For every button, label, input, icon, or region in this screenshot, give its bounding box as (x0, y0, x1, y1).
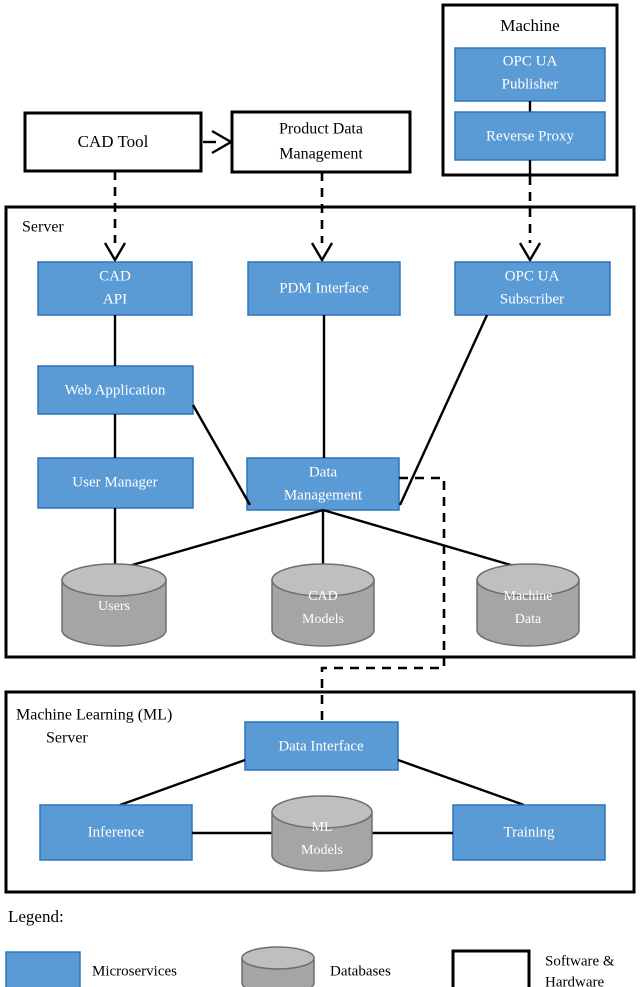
web-application-box[interactable] (37, 365, 194, 415)
web-application-label-line1: Web Application (65, 382, 166, 398)
external-product-data-management[interactable]: Product Data Management (230, 110, 412, 174)
ml-models-db-label-line2: Models (301, 843, 343, 858)
legend-microservice-swatch (5, 951, 81, 987)
arrow-head-opc-ua-subscriber (518, 242, 542, 263)
ml-service-training[interactable]: Training (452, 804, 606, 861)
cad-models-db-top[interactable] (271, 563, 375, 597)
machine-data-db-label-line1: Machine (504, 589, 553, 604)
ml-service-data-interface[interactable]: Data Interface (244, 721, 399, 771)
server-title: Server (22, 219, 64, 236)
data-interface-label-line1: Data Interface (278, 738, 364, 754)
server-service-web-application[interactable]: Web Application (37, 365, 194, 415)
product-data-management-label-line2: Management (279, 146, 363, 163)
ml-database-ml-models[interactable]: ML Models (271, 795, 373, 872)
server-service-user-manager[interactable]: User Manager (37, 457, 194, 509)
legend-item-microservices: Microservices (5, 951, 177, 987)
arrow-head-cad-tool-to-pdm (211, 129, 234, 155)
legend-database-swatch-top (241, 946, 315, 970)
cad-models-db-body[interactable] (271, 579, 375, 647)
product-data-management-label-line1: Product Data (279, 121, 363, 138)
machine-container: Machine OPC UA Publisher Reverse Proxy (441, 3, 619, 177)
legend-item-hardware: Software & Hardware (451, 949, 615, 987)
link-data-interface-to-training (397, 758, 525, 807)
cad-tool-box[interactable] (23, 111, 203, 173)
dashed-link-machine-to-opc-ua-subscriber (518, 160, 542, 263)
opc-ua-subscriber-box[interactable] (454, 261, 611, 316)
machine-data-db-label-line2: Data (515, 612, 542, 627)
server-database-machine-data[interactable]: Machine Data (476, 563, 580, 647)
ml-models-db-top[interactable] (271, 795, 373, 829)
cad-models-db-label-line2: Models (302, 612, 344, 627)
dashed-link-data-management-to-data-interface-path (320, 476, 446, 727)
opc-ua-subscriber-label-line2: Subscriber (500, 291, 564, 307)
server-service-opc-ua-subscriber[interactable]: OPC UA Subscriber (454, 261, 611, 316)
users-db-body[interactable] (61, 579, 167, 647)
link-data-interface-to-inference (119, 758, 246, 807)
cad-api-box[interactable] (37, 261, 193, 316)
inference-label-line1: Inference (88, 824, 145, 840)
cad-api-label-line1: CAD (99, 268, 131, 284)
legend-hardware-swatch (451, 949, 531, 987)
cad-tool-label: CAD Tool (78, 132, 149, 151)
opc-ua-subscriber-label-line1: OPC UA (505, 268, 560, 284)
cad-models-db-label-line1: CAD (308, 589, 338, 604)
training-label-line1: Training (503, 824, 555, 840)
user-manager-label-line1: User Manager (72, 474, 157, 490)
ml-server-title-line1: Machine Learning (ML) (16, 707, 172, 724)
legend-databases-label: Databases (330, 963, 391, 979)
link-data-management-to-machine-data-db (322, 508, 529, 572)
machine-data-db-top[interactable] (476, 563, 580, 597)
opc-ua-publisher-label-line1: OPC UA (503, 53, 558, 69)
cad-api-label-line2: API (103, 291, 127, 307)
data-management-label-line2: Management (284, 487, 363, 503)
legend-heading: Legend: (8, 907, 64, 926)
ml-service-inference[interactable]: Inference (39, 804, 193, 861)
link-data-management-to-users-db (114, 508, 324, 572)
legend-hardware-label-line1: Software & (545, 953, 615, 969)
link-opc-ua-subscriber-to-data-management (398, 314, 489, 506)
external-cad-tool[interactable]: CAD Tool (23, 111, 203, 173)
server-service-data-management[interactable]: Data Management (246, 457, 400, 511)
inference-box[interactable] (39, 804, 193, 861)
machine-title: Machine (500, 16, 559, 35)
machine-service-opc-ua-publisher[interactable]: OPC UA Publisher (454, 47, 606, 102)
legend-item-databases: Databases (241, 946, 391, 987)
link-web-application-to-data-management (191, 404, 252, 506)
users-db-top[interactable] (61, 563, 167, 597)
pdm-interface-label-line1: PDM Interface (279, 280, 369, 296)
link-cad-tool-to-pdm (203, 129, 234, 155)
opc-ua-publisher-label-line2: Publisher (502, 76, 559, 92)
dashed-link-cad-tool-to-cad-api (103, 171, 127, 263)
data-interface-box[interactable] (244, 721, 399, 771)
ml-models-db-label-line1: ML (312, 820, 333, 835)
data-management-box[interactable] (246, 457, 400, 511)
machine-service-reverse-proxy[interactable]: Reverse Proxy (454, 111, 606, 161)
arrow-head-pdm-interface (310, 242, 334, 263)
ml-models-db-body[interactable] (271, 811, 373, 872)
machine-data-db-body[interactable] (476, 579, 580, 647)
arrow-head-cad-api (103, 242, 127, 263)
data-management-label-line1: Data (309, 464, 338, 480)
server-service-cad-api[interactable]: CAD API (37, 261, 193, 316)
ml-server-title-line2: Server (46, 730, 88, 747)
dashed-link-pdm-to-pdm-interface (310, 172, 334, 263)
legend: Legend: Microservices Databases Software… (5, 907, 615, 987)
server-database-users[interactable]: Users (61, 563, 167, 647)
training-box[interactable] (452, 804, 606, 861)
legend-microservices-label: Microservices (92, 963, 177, 979)
server-database-cad-models[interactable]: CAD Models (271, 563, 375, 647)
reverse-proxy-label-line1: Reverse Proxy (486, 128, 574, 144)
server-service-pdm-interface[interactable]: PDM Interface (247, 261, 401, 316)
users-db-label-line1: Users (98, 599, 130, 614)
legend-hardware-label-line2: Hardware (545, 974, 604, 987)
opc-ua-publisher-box[interactable] (454, 47, 606, 102)
